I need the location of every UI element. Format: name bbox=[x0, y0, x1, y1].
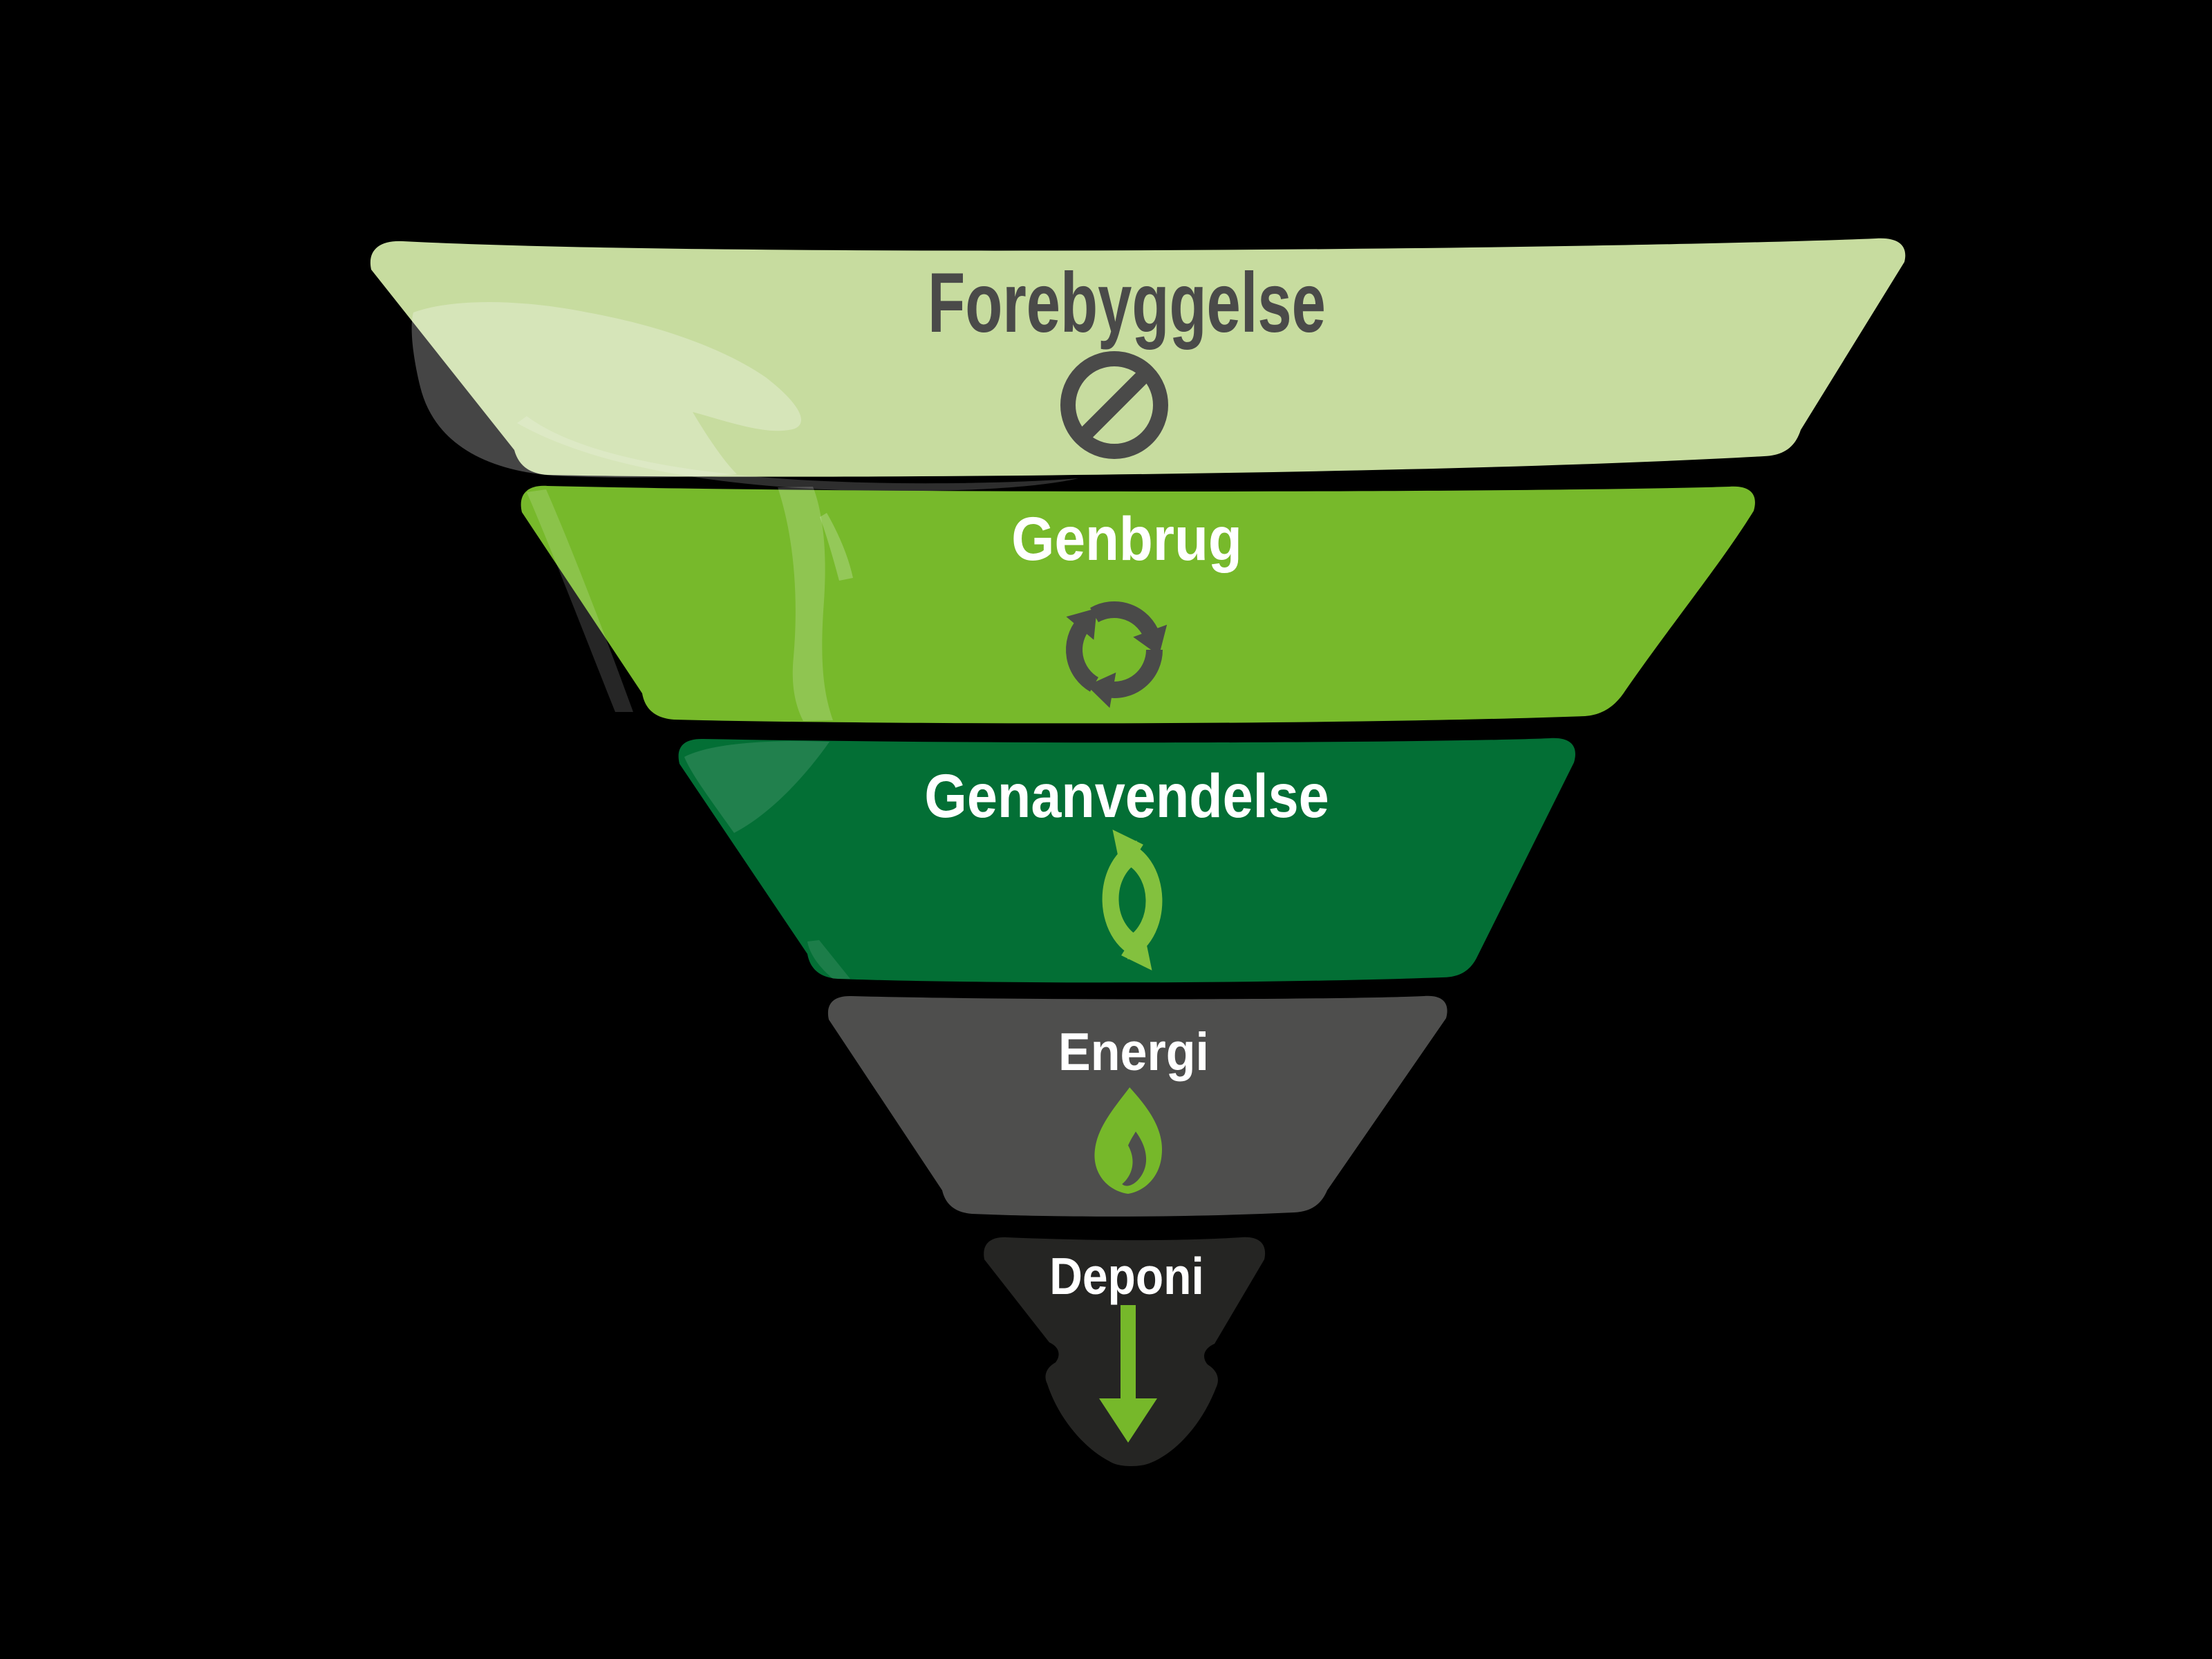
recycle-arrow bbox=[1087, 649, 1163, 709]
cycle-arrow-down bbox=[1102, 841, 1152, 971]
level-label: Forebyggelse bbox=[928, 255, 1326, 350]
prohibition-ring bbox=[1060, 351, 1168, 459]
level-genbrug: Genbrug bbox=[521, 485, 1755, 724]
level-forebyggelse: Forebyggelse bbox=[370, 238, 1906, 491]
band-genbrug-sliver-highlight bbox=[820, 513, 853, 581]
level-label: Deponi bbox=[1049, 1247, 1204, 1305]
genbrug-label-group: Genbrug bbox=[1011, 504, 1242, 573]
deponi-label-group: Deponi bbox=[1049, 1247, 1204, 1305]
band-genanvendelse-highlight bbox=[684, 741, 830, 833]
down-arrow-head bbox=[1099, 1398, 1157, 1443]
level-energi: Energi bbox=[827, 995, 1447, 1217]
prohibition-icon bbox=[1060, 351, 1168, 459]
level-genanvendelse: Genanvendelse bbox=[678, 738, 1575, 983]
recycle-arrow bbox=[1066, 608, 1099, 692]
level-label: Genanvendelse bbox=[924, 762, 1329, 830]
genanvendelse-label-group: Genanvendelse bbox=[924, 762, 1329, 830]
level-label: Genbrug bbox=[1011, 504, 1242, 573]
flame-icon bbox=[1094, 1087, 1163, 1194]
two-arrow-cycle-icon bbox=[1102, 830, 1163, 971]
level-label: Energi bbox=[1058, 1022, 1209, 1082]
forebyggelse-label-group: Forebyggelse bbox=[928, 255, 1326, 350]
band-forebyggelse-streak bbox=[517, 416, 1078, 491]
down-arrow-icon bbox=[1099, 1305, 1157, 1443]
prohibition-slash bbox=[1076, 367, 1152, 443]
band-genbrug-ribbon-highlight bbox=[778, 487, 833, 721]
recycling-loop-icon bbox=[1066, 601, 1168, 709]
band-genbrug-edge-highlight bbox=[527, 489, 633, 712]
band-genbrug bbox=[521, 485, 1755, 724]
band-forebyggelse-highlight bbox=[411, 301, 801, 478]
level-deponi: Deponi bbox=[984, 1237, 1266, 1467]
band-genanvendelse-edge-highlight bbox=[807, 940, 850, 979]
down-arrow-shaft bbox=[1121, 1305, 1136, 1398]
energi-label-group: Energi bbox=[1058, 1022, 1209, 1082]
recycle-arrow bbox=[1090, 601, 1168, 656]
